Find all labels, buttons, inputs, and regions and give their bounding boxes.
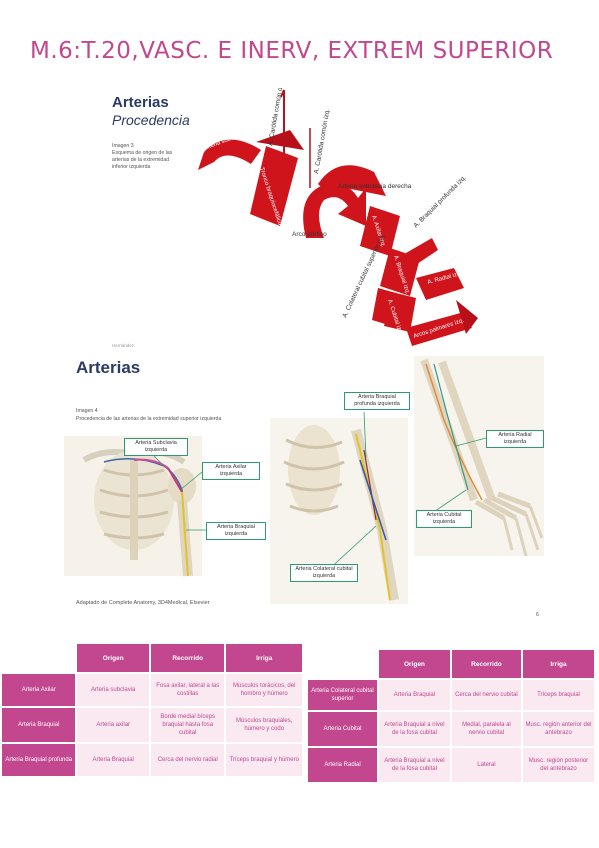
slide2-caption: Procedencia de las arterias de la extrem… [76,416,222,422]
table-header-row: Origen Recorrido Irriga [308,650,594,678]
table-row: Arteria Colateral cubital superior Arter… [308,680,594,710]
slide-anatomy: Arterias Imagen 4 Procedencia de las art… [64,350,554,622]
table-cell: Cerca del nervio radial [150,744,225,776]
page-title: M.6:T.20,VASC. E INERV, EXTREM SUPERIOR [30,38,554,64]
row-header: Arteria Colateral cubital superior [308,680,377,710]
table-cell: Borde medial bíceps braquial hasta fosa … [150,708,225,742]
table-arteries-2: Origen Recorrido Irriga Arteria Colatera… [306,648,596,784]
arrow-subclavia-izq [318,165,386,196]
arrow-radial [416,268,464,300]
slide1-footer: Hernández [112,343,135,348]
table-cell: Musc. región posterior del antebrazo [522,748,594,782]
table-row: Arteria Braquial profunda Arteria Braqui… [2,744,302,776]
table-cell: Musc. región anterior del antebrazo [522,712,594,746]
table-cell: Arteria subclavia [77,674,149,706]
table-row: Arteria Cubital Arteria Braquial a nivel… [308,712,594,746]
slide2-heading: Arterias [76,358,141,377]
row-header: Arteria Radial [308,748,377,782]
table-arteries-1: Origen Recorrido Irriga Arteria Axilar A… [0,642,304,778]
arrow-arco-aortico [303,183,366,238]
slide2-credit: Adaptado de Complete Anatomy, 3D4Medical… [76,600,210,606]
table-header: Origen [378,650,450,678]
table-cell: Fosa axilar, lateral a las costillas [150,674,225,706]
slide1-caption: Imagen 3 Esquema de origen de las arteri… [112,143,172,171]
callout-radial: Arteria Radial izquierda [486,430,544,448]
table-header: Irriga [522,650,594,678]
table-cell: Músculos torácicos, del hombro y húmero [226,674,302,706]
table-cell: Arteria axilar [77,708,149,742]
table-header: Irriga [226,644,302,672]
callout-braquial: Arteria Braquial izquierda [206,522,266,540]
table-cell: Tríceps braquial [522,680,594,710]
table-row: Arteria Axilar Arteria subclavia Fosa ax… [2,674,302,706]
callout-axilar: Arteria Axilar izquierda [202,462,260,480]
table-cell: Arteria Braquial a nivel de la fosa cubi… [378,748,450,782]
row-header: Arteria Braquial profunda [2,744,76,776]
table-corner [308,650,377,678]
arrow-axilar [360,206,400,256]
callout-colateral: Arteria Colateral cubital izquierda [290,564,358,582]
caption-line: inferior izquierda [112,164,151,170]
arrow-tronco [250,146,298,226]
row-header: Arteria Axilar [2,674,76,706]
slide1-subheading: Procedencia [112,112,190,128]
table-header: Origen [77,644,149,672]
table-cell: Músculos braquiales, húmero y codo [226,708,302,742]
callout-subclavia: Arteria Subclavia izquierda [124,438,188,456]
table-cell: Arteria Braquial [77,744,149,776]
table-cell: Medial, paralela al nervio cubital [451,712,521,746]
table-cell: Tríceps braquial y húmero [226,744,302,776]
table-corner [2,644,76,672]
slide1-heading: Arterias [112,94,169,111]
label-subclavia-izquierda: Arteria subclavia derecha [338,183,412,190]
arteries-arrow-diagram: Arteria subclavia derecha A. Carótida co… [198,88,478,346]
table-cell: Lateral [451,748,521,782]
row-header: Arteria Braquial [2,708,76,742]
caption-line: Esquema de origen de las [112,150,173,156]
caption-line: Imagen 3 [112,143,134,149]
label-braquial-profunda: A. Braquial profunda izq. [412,174,467,229]
label-carotida-izquierda: A. Carótida común izq. [313,108,331,174]
table-cell: Arteria Braquial a nivel de la fosa cubi… [378,712,450,746]
table-cell: Arteria Braquial [378,680,450,710]
arrow-subclavia-derecha [198,139,261,170]
arrow-arcos-palmares [406,312,472,346]
table-header: Recorrido [150,644,225,672]
slide-origin-diagram: Arterias Procedencia Imagen 3 Esquema de… [76,88,522,350]
shoulder-skeleton [64,436,202,577]
arrow-cubital [384,292,416,332]
table-cell: Cerca del nervio cubital [451,680,521,710]
callout-braquial-profunda: Arteria Braquial profunda izquierda [344,392,410,410]
callout-cubital: Arteria Cubital izquierda [416,510,472,528]
label-arco-aortico: Arco aórtico [292,231,327,238]
table-header-row: Origen Recorrido Irriga [2,644,302,672]
row-header: Arteria Cubital [308,712,377,746]
slide2-caption-title: Imagen 4 [76,408,98,414]
table-header: Recorrido [451,650,521,678]
table-row: Arteria Braquial Arteria axilar Borde me… [2,708,302,742]
slide2-page-number: 6 [536,612,539,618]
arrow-braquial-profunda [406,238,438,266]
arrow-braquial [380,248,420,296]
caption-line: arterias de la extremidad [112,157,170,163]
table-row: Arteria Radial Arteria Braquial a nivel … [308,748,594,782]
